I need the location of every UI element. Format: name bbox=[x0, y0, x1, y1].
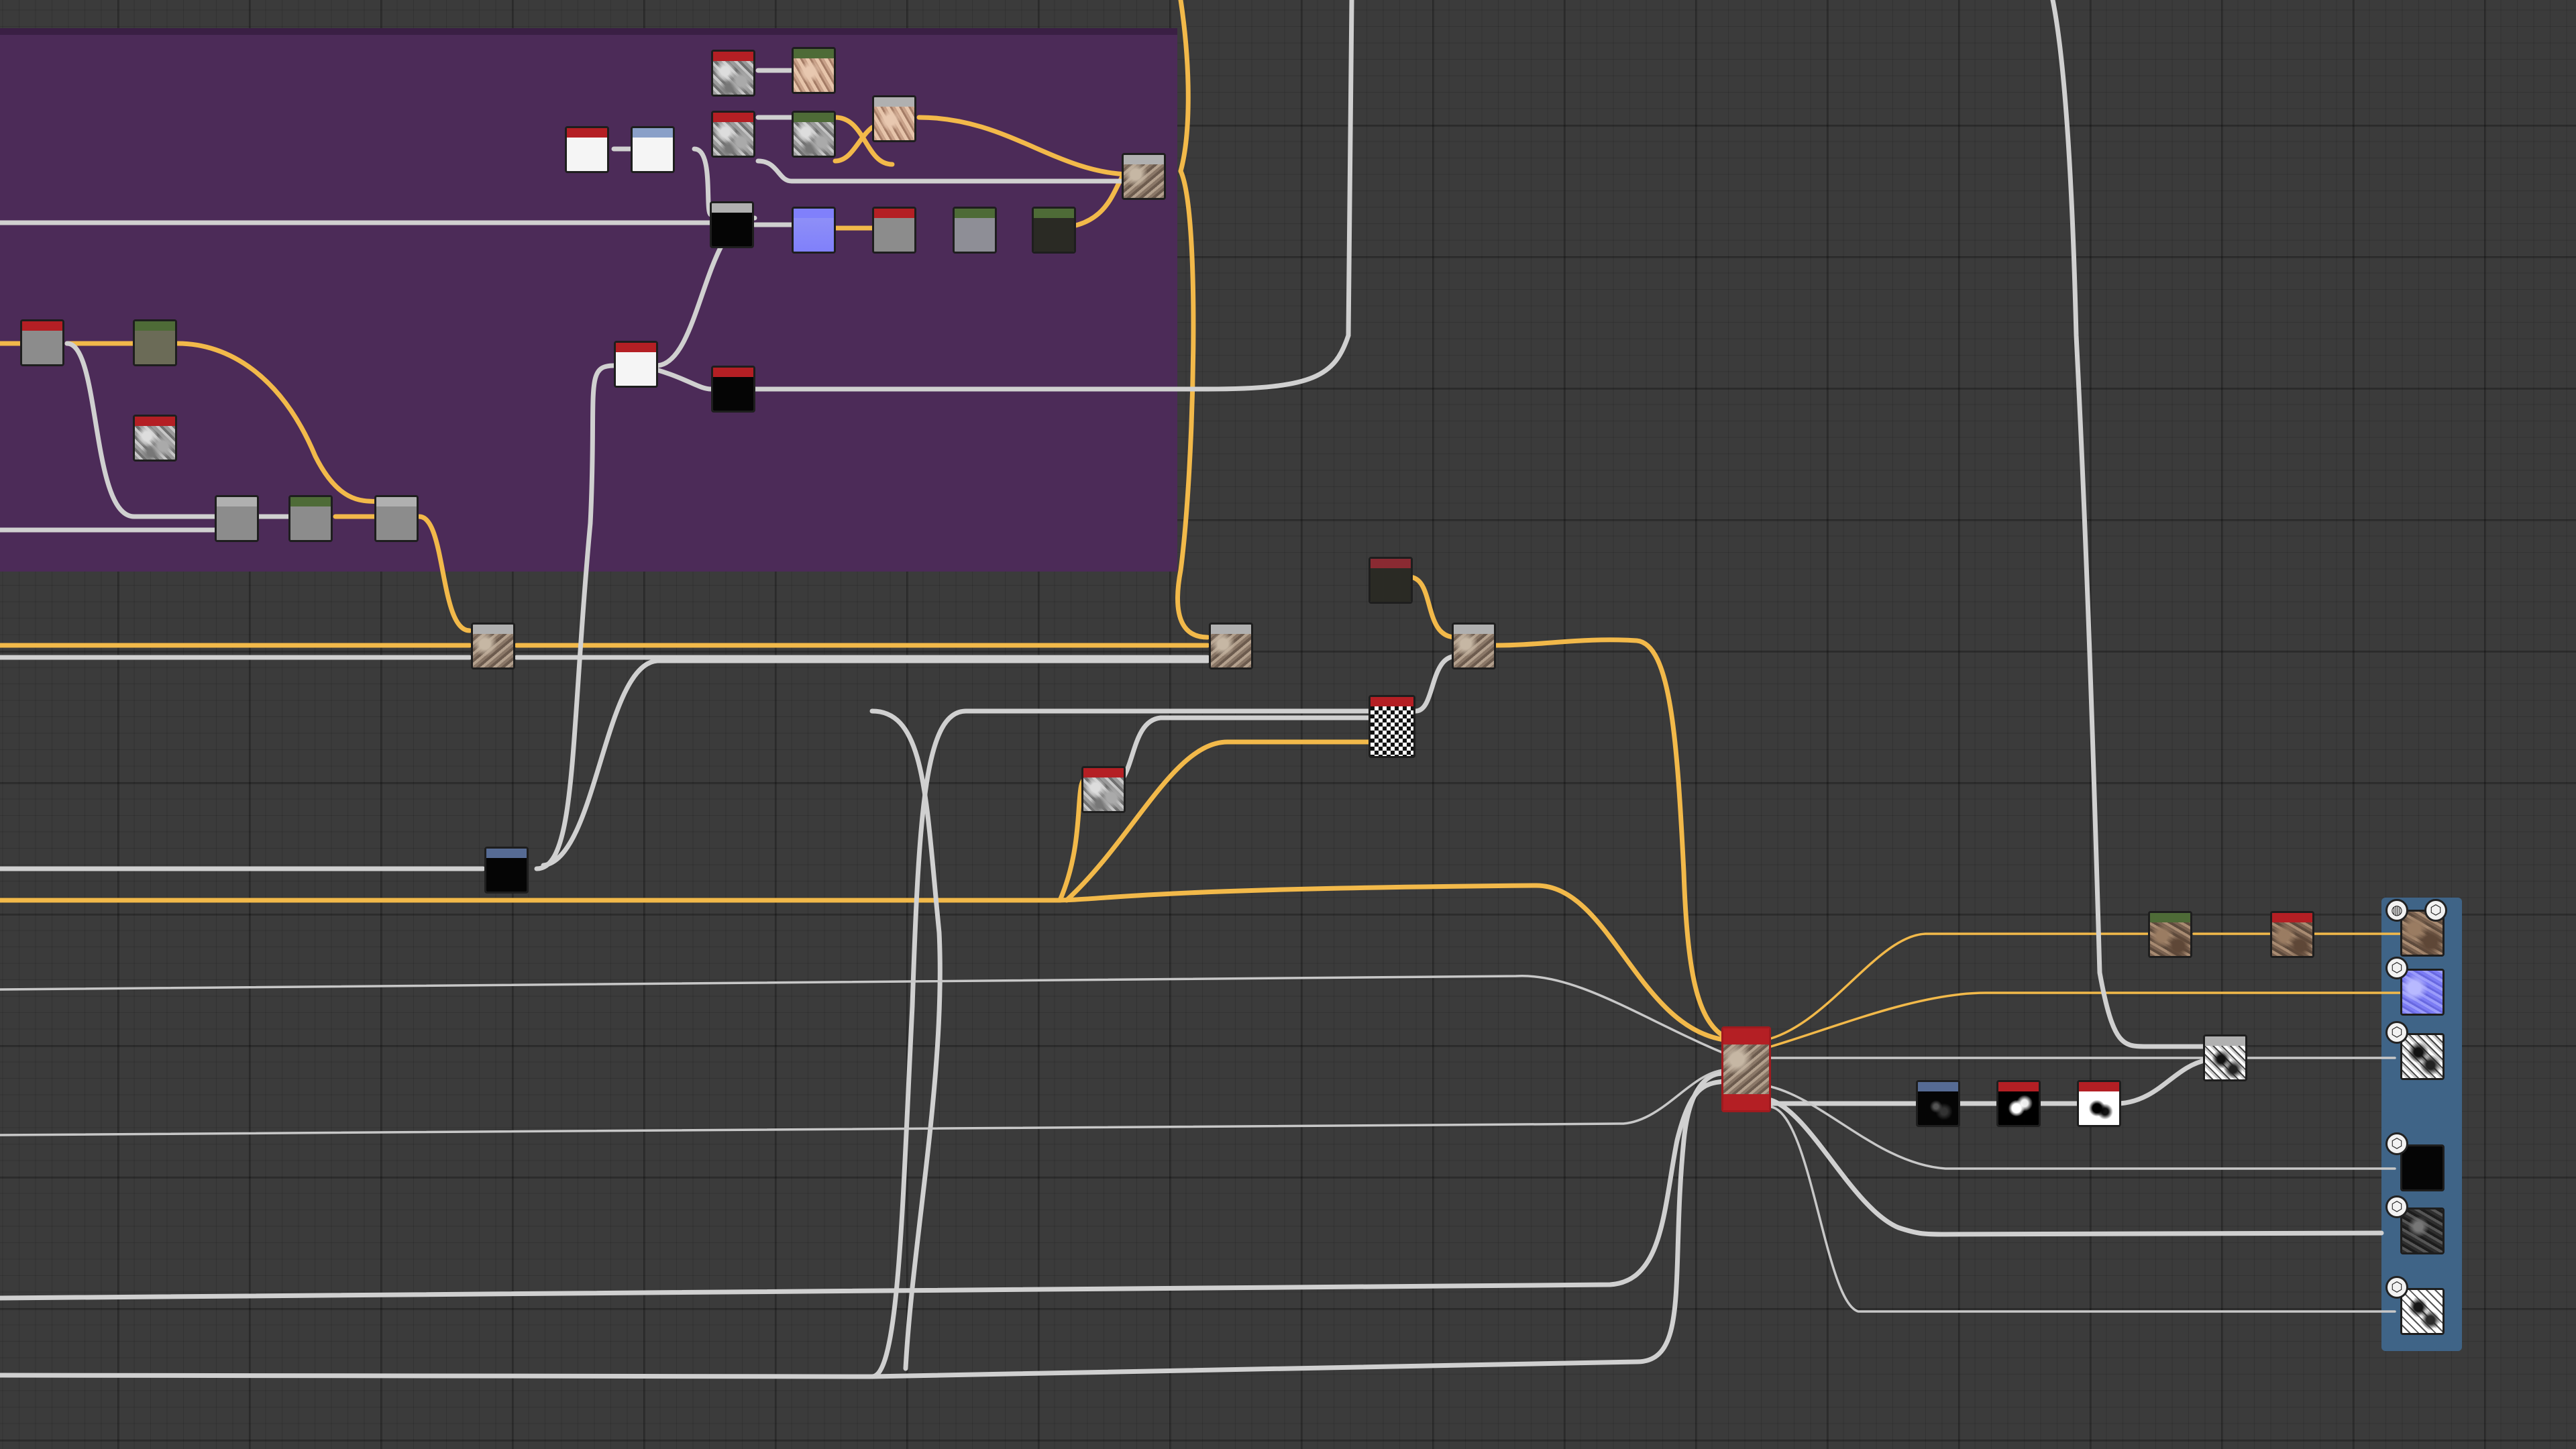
cube-outline-icon: ⬡ bbox=[2385, 1276, 2408, 1299]
wire bbox=[1770, 932, 2155, 1040]
node-black-speck[interactable] bbox=[1916, 1080, 1960, 1127]
node-dark-green[interactable] bbox=[1032, 207, 1076, 254]
wire bbox=[1770, 991, 2416, 1048]
wire bbox=[0, 1079, 1727, 1301]
node-white-level[interactable] bbox=[614, 341, 658, 388]
node-grunge-map[interactable] bbox=[711, 50, 755, 97]
node-rock-blend-3[interactable] bbox=[1452, 623, 1496, 669]
wire bbox=[869, 708, 943, 1371]
wire bbox=[534, 363, 616, 871]
node-black-level[interactable] bbox=[711, 366, 755, 413]
node-white-shape[interactable] bbox=[565, 126, 609, 173]
node-gray-blend[interactable] bbox=[872, 207, 916, 254]
wire bbox=[541, 658, 1210, 868]
node-colored-noise[interactable] bbox=[792, 111, 836, 158]
node-black-switch[interactable] bbox=[484, 847, 529, 894]
node-green-color[interactable] bbox=[133, 319, 177, 366]
wire bbox=[0, 1069, 1725, 1136]
group-frame-purple[interactable] bbox=[0, 28, 1177, 572]
node-dark-uniform[interactable] bbox=[1368, 557, 1413, 604]
node-blend-final[interactable] bbox=[1122, 153, 1166, 200]
output-normal[interactable] bbox=[2400, 969, 2445, 1016]
node-white-black-spots[interactable] bbox=[2077, 1080, 2121, 1127]
wire bbox=[2050, 0, 2210, 1049]
node-bw-pattern[interactable] bbox=[1368, 695, 1415, 758]
node-gray-blend-b[interactable] bbox=[288, 495, 333, 542]
node-dirt-basecolor-2[interactable] bbox=[2270, 911, 2314, 958]
wire bbox=[0, 708, 969, 1379]
cube-outline-icon: ⬡ bbox=[2385, 957, 2408, 979]
wire bbox=[1534, 883, 1727, 1042]
cube-outline-icon: ⬡ bbox=[2385, 1021, 2408, 1044]
wire bbox=[1104, 715, 1371, 791]
wire bbox=[175, 341, 388, 504]
cube-outline-icon: ⬡ bbox=[2385, 1195, 2408, 1218]
cube-outline-icon: ⬡ bbox=[2424, 899, 2447, 922]
wire bbox=[1493, 637, 1727, 1039]
wire bbox=[1178, 0, 1191, 174]
wire bbox=[1064, 739, 1230, 903]
node-black-mask[interactable] bbox=[710, 201, 754, 248]
wire bbox=[1406, 574, 1458, 640]
output-ambient-occlusion[interactable] bbox=[2400, 1288, 2445, 1335]
wire bbox=[1770, 1106, 2396, 1313]
output-metallic[interactable] bbox=[2400, 1144, 2445, 1191]
wire bbox=[1413, 653, 1458, 714]
wire bbox=[833, 115, 895, 167]
wire bbox=[1768, 1097, 2384, 1237]
node-grunge-map-2[interactable] bbox=[711, 111, 755, 158]
wire bbox=[833, 125, 875, 164]
wire bbox=[869, 1071, 1727, 1379]
wire bbox=[1051, 883, 1539, 903]
node-white-uniform[interactable] bbox=[631, 126, 675, 173]
node-black-white-spots[interactable] bbox=[1996, 1080, 2041, 1127]
output-height[interactable] bbox=[2400, 1208, 2445, 1254]
wire bbox=[1770, 1085, 2396, 1170]
node-material-blend[interactable] bbox=[1721, 1026, 1771, 1112]
node-slate-color[interactable] bbox=[953, 207, 997, 254]
node-gray-blend-c[interactable] bbox=[374, 495, 419, 542]
node-gray-levels[interactable] bbox=[20, 319, 64, 366]
node-gray-noise[interactable] bbox=[1081, 766, 1126, 813]
node-dirt-color[interactable] bbox=[792, 47, 836, 94]
cube-outline-icon: ⬡ bbox=[2385, 1132, 2408, 1155]
wire bbox=[916, 115, 1130, 177]
node-grunge-noise[interactable] bbox=[133, 415, 177, 462]
node-normal-color[interactable] bbox=[792, 207, 836, 254]
output-roughness[interactable] bbox=[2400, 1033, 2445, 1080]
wire bbox=[1175, 168, 1210, 640]
wire bbox=[692, 146, 714, 217]
sphere-grid-icon: ◍ bbox=[2385, 899, 2408, 922]
wire bbox=[0, 975, 1725, 1055]
wire bbox=[755, 158, 1130, 184]
node-dirt-basecolor[interactable] bbox=[2148, 911, 2192, 958]
wire bbox=[64, 341, 217, 519]
node-gray-blend-a[interactable] bbox=[215, 495, 259, 542]
node-blend-skin[interactable] bbox=[872, 95, 916, 142]
node-roughness-mix[interactable] bbox=[2203, 1034, 2247, 1081]
wire bbox=[417, 514, 472, 633]
wire bbox=[638, 0, 1354, 392]
node-rock-blend[interactable] bbox=[471, 623, 515, 669]
wire bbox=[2117, 1057, 2210, 1106]
node-rock-blend-2[interactable] bbox=[1209, 623, 1253, 669]
